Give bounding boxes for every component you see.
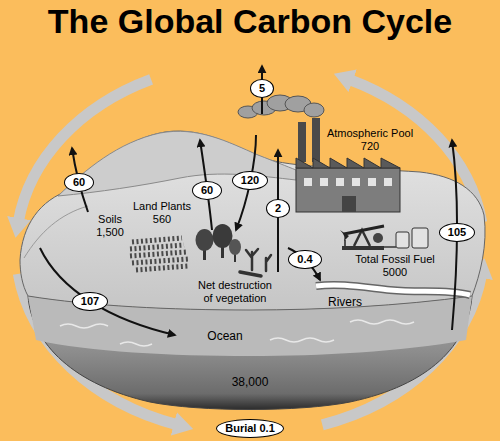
flux-value: 107 [81, 294, 99, 309]
wave [350, 320, 414, 324]
flux-arrows [40, 66, 457, 335]
oil-tanks [384, 228, 428, 248]
process-label: Net destruction of vegetation [195, 279, 275, 305]
door [342, 196, 356, 212]
tree-canopy [229, 239, 241, 255]
place-label: Ocean [198, 330, 252, 343]
diagram-title: The Global Carbon Cycle [10, 0, 490, 42]
flux-oval: 105 [439, 223, 475, 242]
window [384, 178, 392, 186]
flux-oval: 0.4 [288, 250, 321, 269]
window [304, 178, 312, 186]
crop-row [132, 259, 188, 263]
land-surface [20, 131, 485, 310]
pump-head [340, 230, 349, 241]
flux-value: 120 [241, 173, 259, 188]
pump-beam [344, 226, 384, 234]
wave [270, 338, 334, 342]
pipe [384, 246, 396, 248]
wave [120, 342, 152, 346]
window [320, 178, 328, 186]
factory-windows [304, 178, 392, 212]
flux-value: 60 [73, 175, 85, 190]
flux-value: 105 [448, 225, 466, 240]
flux-oval: 5 [250, 79, 274, 98]
window [368, 178, 376, 186]
flux-value: 5 [259, 81, 265, 96]
river [316, 285, 470, 295]
crop-field [130, 238, 188, 270]
pool-label: Atmospheric Pool 720 [322, 127, 418, 153]
crop-row [130, 245, 184, 249]
tree-canopy [196, 229, 214, 251]
flux-value: Burial 0.1 [225, 421, 275, 436]
place-label: Rivers [323, 296, 367, 309]
factory-building [296, 168, 400, 212]
fallen-log [240, 272, 261, 276]
smoke [238, 95, 324, 118]
tank [396, 232, 409, 248]
flux-oval: 107 [72, 292, 108, 311]
flux-arrow [40, 248, 175, 335]
chimney [298, 122, 306, 162]
pool-label: Soils 1,500 [92, 213, 128, 239]
flux-value: 2 [275, 201, 281, 216]
ridge-line [24, 206, 88, 258]
flux-oval: 120 [232, 171, 268, 190]
crop-row [130, 252, 186, 256]
chimney [312, 118, 320, 162]
flux-oval: 60 [64, 173, 94, 192]
dead-tree [266, 255, 271, 271]
window [352, 178, 360, 186]
flux-value: 60 [201, 183, 213, 198]
pump-base [342, 246, 384, 250]
earth-cross-section [28, 296, 472, 410]
smoke-puff [304, 103, 324, 117]
ocean-waves [60, 320, 414, 346]
oil-pump [340, 226, 384, 250]
dead-trees [240, 249, 271, 276]
pool-value: 38,000 [218, 376, 282, 389]
flux-value: 0.4 [297, 252, 312, 267]
pool-label: Land Plants 560 [130, 200, 194, 226]
pump-weight [373, 233, 383, 243]
pump-rod [344, 240, 346, 246]
dead-tree [246, 249, 258, 270]
wave [60, 324, 108, 328]
crop-row [132, 238, 182, 242]
hills [58, 131, 296, 196]
crop-row [136, 266, 188, 270]
factory-roof [296, 158, 400, 168]
pool-label: Total Fossil Fuel 5000 [349, 253, 441, 279]
tree-group [196, 224, 242, 262]
river-bank [316, 285, 470, 295]
flux-oval: 2 [266, 199, 290, 218]
window [336, 178, 344, 186]
tank [412, 228, 428, 248]
flux-oval: Burial 0.1 [216, 419, 284, 438]
flux-oval: 60 [192, 181, 222, 200]
